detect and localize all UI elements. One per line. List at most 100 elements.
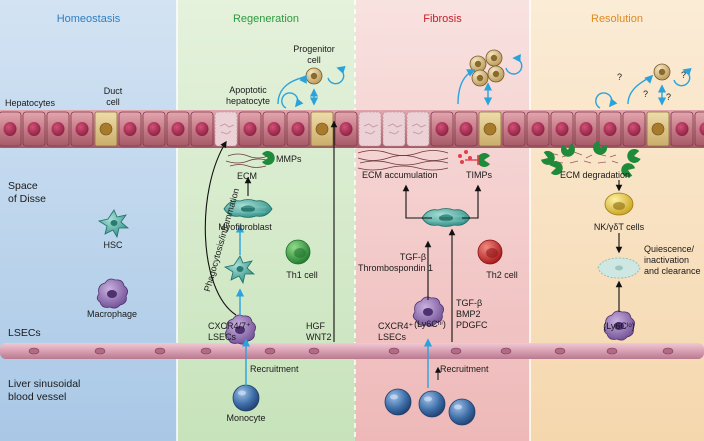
- mmp-degradation-5: [549, 161, 563, 176]
- label-lsecs: LSECs: [8, 327, 41, 339]
- panel-title-resolution: Resolution: [591, 13, 643, 25]
- label-hepatocytes: Hepatocytes: [5, 98, 56, 108]
- arrow-hepatocyte-self-renewal-resolution: [595, 92, 618, 109]
- label-progenitor-cell: Progenitor cell: [293, 44, 335, 65]
- hepatocyte: [334, 111, 358, 147]
- hepatocyte: [502, 111, 526, 147]
- arrow-hepatocyte-to-progenitor: [277, 74, 307, 105]
- arrow-hepatocyte-to-progenitor-resolution: [627, 74, 654, 105]
- timp-molecules: [458, 150, 472, 164]
- arrow-myofibroblast-to-timps: [462, 184, 482, 219]
- arrow-phagocytosis: [204, 140, 237, 316]
- apoptotic-hepatocyte: [214, 111, 238, 147]
- lsec-nucleus: [450, 347, 462, 355]
- label-nk-gdt-cells: NK/γδT cells: [593, 222, 645, 232]
- lsec-nucleus: [154, 347, 166, 355]
- mmp-degradation-3: [593, 140, 608, 155]
- mmp-degradation-1: [540, 150, 555, 165]
- label-hgf-wnt2: HGF WNT2: [306, 321, 332, 342]
- label-timps: TIMPs: [466, 170, 492, 180]
- hepatocyte: [142, 111, 166, 147]
- ecm-fibers-fibrosis: [357, 150, 449, 171]
- arrow-hepatocyte-to-progenitor-fibrosis: [457, 69, 476, 105]
- mmp-blocked: [477, 153, 490, 167]
- label-liver-sinusoidal-vessel: Liver sinusoidal blood vessel: [8, 378, 81, 403]
- label-th2-cell: Th2 cell: [486, 270, 518, 280]
- hepatocyte: [166, 111, 190, 147]
- lsec-nucleus: [662, 347, 674, 355]
- hepatocyte: [262, 111, 286, 147]
- label-ly6c-lo: (Ly6Cˡᵒ): [603, 321, 635, 331]
- panel-title-regeneration: Regeneration: [232, 13, 300, 25]
- lsec-nucleus: [94, 347, 106, 355]
- lsec-nucleus: [308, 347, 320, 355]
- lsec-nucleus: [200, 347, 212, 355]
- panel-title-homeostasis: Homeostasis: [56, 13, 121, 25]
- hepatocyte-row: [0, 110, 704, 148]
- panel-title-fibrosis: Fibrosis: [423, 13, 462, 25]
- duct-cell: [94, 111, 118, 147]
- label-ecm-degradation: ECM degradation: [560, 170, 631, 180]
- hepatocyte: [286, 111, 310, 147]
- progenitor-in-row: [310, 111, 334, 147]
- mmp-degradation-6: [621, 163, 636, 178]
- label-apoptotic-hepatocyte: Apoptotic hepatocyte: [225, 85, 271, 106]
- macrophage-cell: [96, 278, 128, 309]
- lsec-nucleus: [554, 347, 566, 355]
- hepatocyte: [694, 111, 704, 147]
- resolution-panel-bg: [530, 0, 704, 441]
- label-ly6c-hi: (Ly6Cʰⁱ): [414, 319, 446, 329]
- ecm-fibers-regeneration: [225, 153, 271, 168]
- label-ecm: ECM: [237, 171, 257, 181]
- hepatocyte: [550, 111, 574, 147]
- activated-hsc: [223, 255, 256, 285]
- lsec-nucleus: [388, 347, 400, 355]
- mmp-degradation-4: [627, 148, 641, 163]
- label-space-of-disse: Space of Disse: [8, 180, 46, 205]
- label-ecm-accumulation: ECM accumulation: [362, 170, 438, 180]
- label-tgfb-bmp2-pdgfc: TGF-β BMP2 PDGFC: [456, 298, 488, 330]
- progenitor-in-row: [478, 111, 502, 147]
- lsec-nucleus: [500, 347, 512, 355]
- nk-gdt-cell: [604, 192, 634, 216]
- progenitor-resolution: [653, 63, 671, 81]
- progenitor-cell: [305, 67, 323, 85]
- label-recruitment-regeneration: Recruitment: [250, 364, 299, 374]
- label-question-2: ?: [643, 89, 649, 99]
- hepatocyte: [430, 111, 454, 147]
- label-cxcr4-lsecs: CXCR4⁺ LSECs: [378, 321, 414, 342]
- apoptotic-hepatocyte: [406, 111, 430, 147]
- label-question-1: ?: [617, 72, 623, 82]
- label-monocyte: Monocyte: [226, 413, 266, 423]
- lsec-nucleus: [264, 347, 276, 355]
- hepatocyte: [598, 111, 622, 147]
- hepatocyte: [670, 111, 694, 147]
- mmp-symbol: [262, 150, 275, 165]
- arrow-progenitor-self-renewal-fibrosis: [505, 54, 523, 75]
- progenitor-fibrosis-3: [471, 69, 489, 87]
- label-myofibroblast: Myofibroblast: [218, 222, 272, 232]
- mmp-degradation-2: [560, 143, 575, 157]
- lsec-nucleus: [606, 347, 618, 355]
- arrow-progenitor-self-renewal-resolution: [673, 67, 692, 87]
- monocyte-fibrosis-2: [418, 390, 446, 418]
- arrow-myofibroblast-to-ecm-accumulation: [402, 184, 432, 219]
- hepatocyte: [574, 111, 598, 147]
- myofibroblast-cell: [223, 199, 273, 218]
- progenitor-fibrosis-4: [487, 65, 505, 83]
- label-th1-cell: Th1 cell: [286, 270, 318, 280]
- label-quiescence: Quiescence/ inactivation and clearance: [644, 244, 701, 276]
- ly6c-lo-macrophage: [603, 310, 635, 341]
- lsec-nucleus: [28, 347, 40, 355]
- arrow-progenitor-self-renewal: [327, 65, 346, 85]
- monocyte-fibrosis-1: [384, 388, 412, 416]
- hepatocyte: [46, 111, 70, 147]
- monocyte-fibrosis-3: [448, 398, 476, 426]
- lsec-vessel-wall: [0, 343, 704, 359]
- hepatocyte: [22, 111, 46, 147]
- hepatocyte: [118, 111, 142, 147]
- hsc-cell: [97, 209, 130, 239]
- label-recruitment-fibrosis: Recruitment: [440, 364, 489, 374]
